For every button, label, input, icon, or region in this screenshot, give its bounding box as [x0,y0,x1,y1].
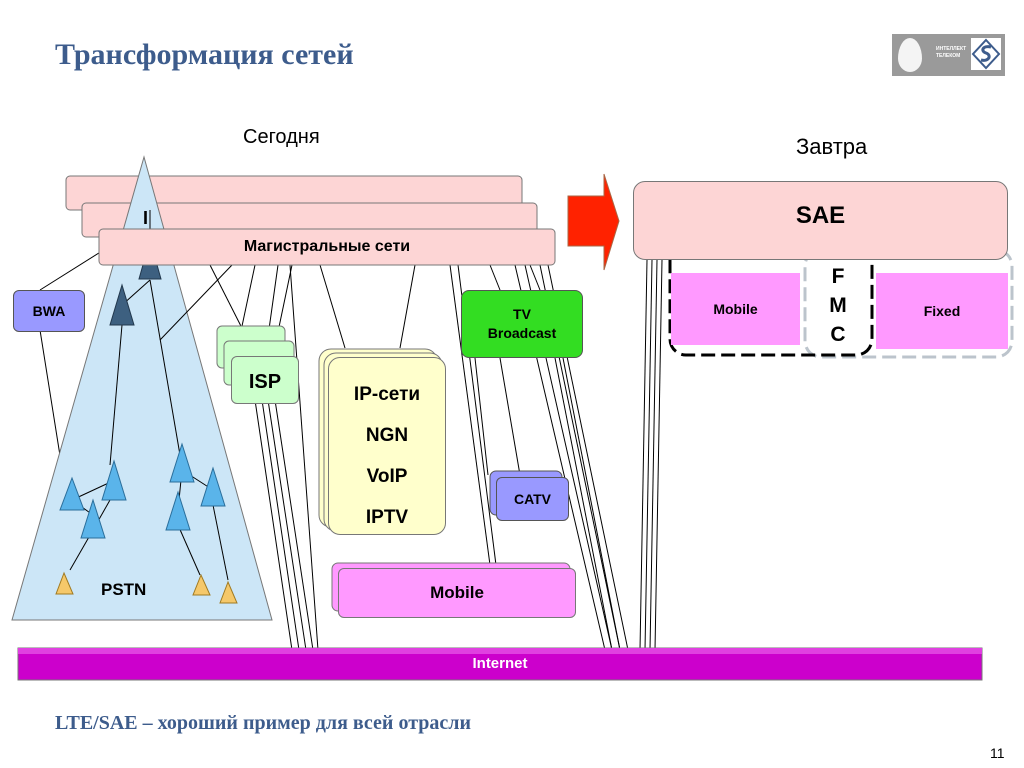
page-title: Трансформация сетей [55,38,354,71]
internet-bar-highlight [18,648,982,654]
pstn-label: PSTN [101,580,147,599]
ip-stack-item: NGN [365,425,409,446]
logo-text: ИНТЕЛЛЕКТ ТЕЛЕКОМ [936,46,967,59]
connector-lines [39,245,663,651]
transition-arrow-icon [567,173,620,271]
page-number: 11 [990,745,1005,761]
mobile-node-today: Mobile [338,568,576,618]
sae-block: SAE [633,181,1008,260]
fmc-label: F M C [829,265,847,346]
fixed-node: Fixed [876,273,1008,349]
tomorrow-heading: Завтра [796,134,868,159]
pyramid-marker: I [143,208,149,228]
bwa-node: BWA [13,290,85,332]
subscriber-triangles [55,571,238,604]
backbone-bar-front [98,228,556,266]
exchange-triangles [59,442,226,539]
today-heading: Сегодня [243,126,320,148]
tv-broadcast-node: TV Broadcast [461,290,583,358]
ip-stack-item: VoIP [366,466,408,487]
egg-icon [898,38,922,72]
isp-node: ISP [231,356,299,404]
internet-label: Internet [472,655,528,672]
company-logo: ИНТЕЛЛЕКТ ТЕЛЕКОМ [892,34,1005,76]
backbone-label: Магистральные сети [243,238,411,255]
ip-networks-stack: IP-сети NGN VoIP IPTV [328,357,446,535]
ip-stack-item: IP-сети [353,384,421,405]
s-mark-icon [971,38,1001,70]
ip-stack-item: IPTV [365,507,409,528]
footer-caption: LTE/SAE – хороший пример для всей отрасл… [55,712,472,734]
catv-node: CATV [496,477,569,521]
mobile-node-tomorrow: Mobile [671,273,800,345]
core-switch-triangle [109,283,135,326]
